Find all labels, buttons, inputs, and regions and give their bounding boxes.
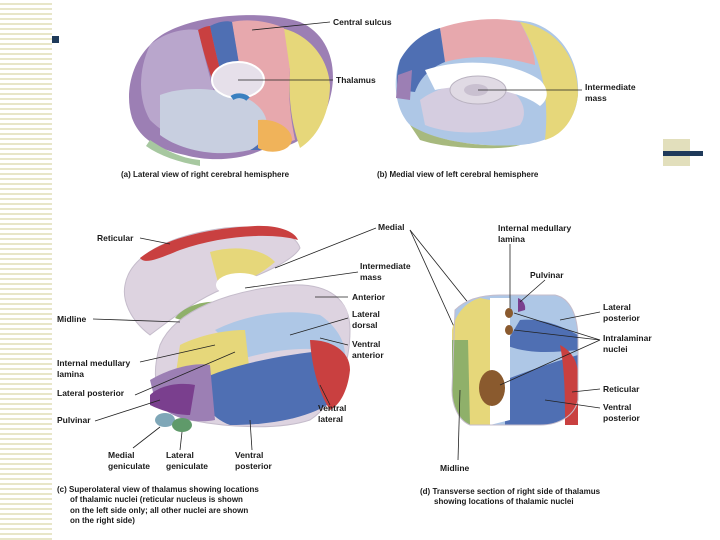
label-ventral-lateral-2: lateral (318, 414, 343, 424)
label-ventral-posterior-c-1: Ventral (235, 450, 263, 460)
caption-c-2: of thalamic nuclei (reticular nucleus is… (70, 495, 243, 504)
medial-hemisphere (395, 19, 579, 149)
label-lateral-geniculate-1: Lateral (166, 450, 194, 460)
label-ventral-posterior-d-1: Ventral (603, 402, 631, 412)
label-medial-geniculate-1: Medial (108, 450, 134, 460)
label-internal-medullary-c-1: Internal medullary (57, 358, 130, 368)
label-intralaminar-1: Intralaminar (603, 333, 652, 343)
label-reticular-c: Reticular (97, 233, 134, 243)
label-thalamus: Thalamus (336, 75, 376, 85)
label-medial: Medial (378, 222, 404, 232)
label-midline-d: Midline (440, 463, 470, 473)
label-ventral-posterior-c-2: posterior (235, 461, 273, 471)
label-midline-c: Midline (57, 314, 87, 324)
label-internal-medullary-d-1: Internal medullary (498, 223, 571, 233)
label-ventral-anterior-1: Ventral (352, 339, 380, 349)
label-central-sulcus: Central sulcus (333, 17, 392, 27)
label-internal-medullary-d-2: lamina (498, 234, 525, 244)
label-lateral-dorsal-2: dorsal (352, 320, 378, 330)
label-lateral-posterior-d-1: Lateral (603, 302, 631, 312)
label-intermediate-mass-b-2: mass (585, 93, 607, 103)
caption-d-1: (d) Transverse section of right side of … (420, 487, 601, 496)
label-lateral-posterior-d-2: posterior (603, 313, 641, 323)
label-intermediate-mass-b-1: Intermediate (585, 82, 636, 92)
lateral-hemisphere (129, 15, 333, 166)
label-intermediate-mass-c-1: Intermediate (360, 261, 411, 271)
label-pulvinar-d: Pulvinar (530, 270, 564, 280)
caption-a: (a) Lateral view of right cerebral hemis… (121, 170, 290, 179)
label-intermediate-mass-c-2: mass (360, 272, 382, 282)
decorative-stripe (0, 0, 52, 540)
caption-b: (b) Medial view of left cerebral hemisph… (377, 170, 539, 179)
label-internal-medullary-c-2: lamina (57, 369, 84, 379)
label-pulvinar-c: Pulvinar (57, 415, 91, 425)
caption-c-3: on the left side only; all other nuclei … (70, 506, 248, 515)
label-ventral-lateral-1: Ventral (318, 403, 346, 413)
label-lateral-geniculate-2: geniculate (166, 461, 208, 471)
label-lateral-posterior-c: Lateral posterior (57, 388, 125, 398)
label-intralaminar-2: nuclei (603, 344, 628, 354)
label-anterior: Anterior (352, 292, 386, 302)
label-ventral-anterior-2: anterior (352, 350, 384, 360)
label-lateral-dorsal-1: Lateral (352, 309, 380, 319)
caption-c-4: on the right side) (70, 516, 135, 525)
caption-d-2: showing locations of thalamic nuclei (434, 497, 574, 506)
caption-c-1: (c) Superolateral view of thalamus showi… (57, 485, 259, 494)
label-ventral-posterior-d-2: posterior (603, 413, 641, 423)
label-reticular-d: Reticular (603, 384, 640, 394)
thalamus-3d (123, 225, 351, 432)
accent-bar (663, 151, 703, 156)
slide-bullet (52, 36, 59, 43)
label-medial-geniculate-2: geniculate (108, 461, 150, 471)
transverse-section (451, 294, 579, 426)
